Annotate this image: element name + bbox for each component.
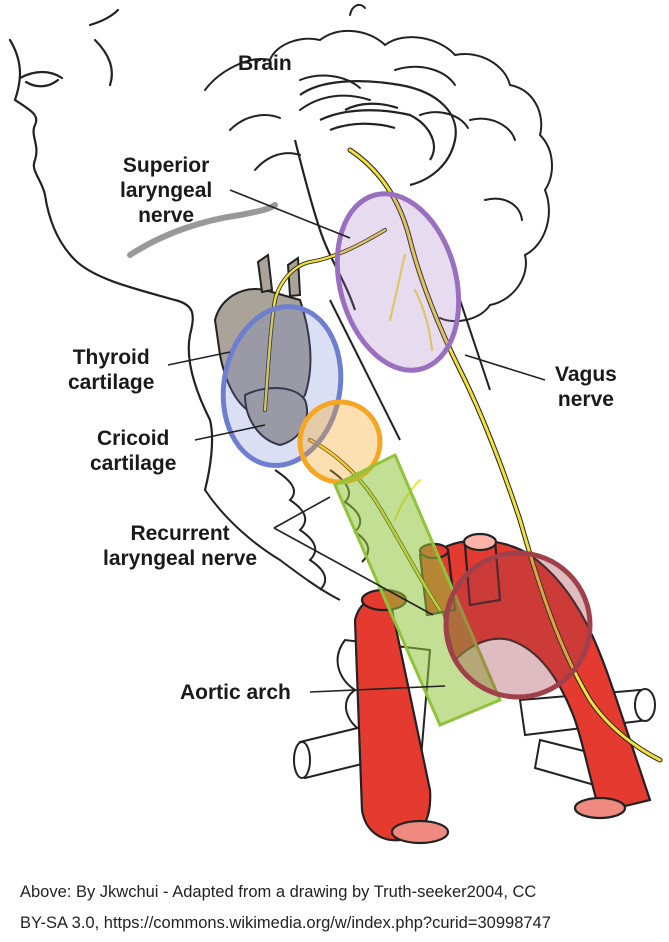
label-superior-laryngeal-nerve: Superior laryngeal nerve [120,153,212,228]
label-line: Thyroid [72,346,150,369]
highlight-overlays [220,191,593,727]
label-line: Cricoid [97,427,170,450]
label-line: nerve [138,204,195,227]
credit-line-2: BY-SA 3.0, https://commons.wikimedia.org… [20,914,551,932]
thyroid-highlight [220,304,344,468]
label-cricoid-cartilage: Cricoid cartilage [90,426,176,476]
label-line: Vagus [555,363,617,386]
label-line: Recurrent [130,522,230,545]
label-vagus-nerve: Vagus nerve [555,362,617,412]
label-line: cartilage [68,371,155,394]
head-outline [8,8,278,492]
brain-outline [204,3,553,323]
aortic-highlight [443,550,593,700]
brainstem [293,80,457,311]
label-line: nerve [557,388,614,411]
cartilage [213,253,312,447]
vagus-highlight [334,191,462,373]
label-line: Superior [122,154,210,177]
recurrent-nerve-highlight [333,452,502,727]
label-line: laryngeal [120,179,213,202]
anatomy-illustration [8,3,663,845]
label-thyroid-cartilage: Thyroid cartilage [68,345,154,395]
neck-lines [204,299,491,601]
label-line: laryngeal nerve [103,547,258,570]
credit-line-1: Above: By Jkwchui - Adapted from a drawi… [20,883,537,901]
label-recurrent-laryngeal-nerve: Recurrent laryngeal nerve [103,521,257,571]
label-aortic-arch: Aortic arch [180,681,291,704]
label-brain: Brain [238,52,292,75]
leader-lines [167,189,546,693]
label-line: cartilage [90,452,177,475]
